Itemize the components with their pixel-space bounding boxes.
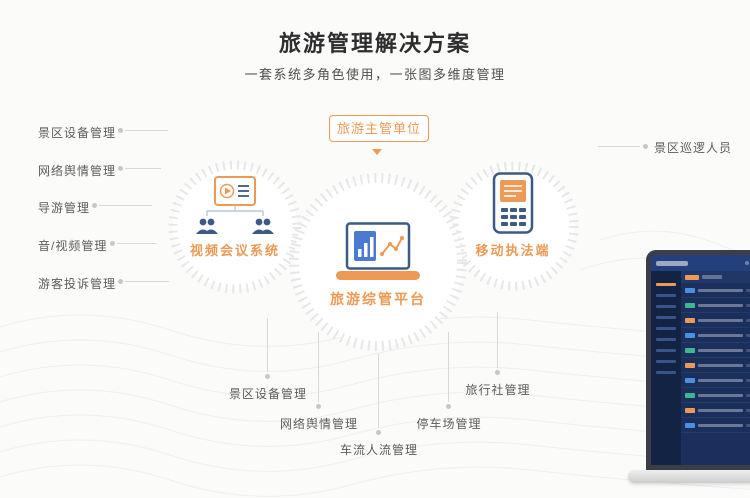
dashboard-title-bar [656,260,688,266]
laptop-screen [646,250,750,470]
platform-laptop-icon [336,222,420,280]
connector-dot [316,404,321,409]
laptop-base [628,470,750,483]
connector-line [497,312,498,368]
connector-dot [376,430,381,435]
connector-dot [643,144,648,149]
down-arrow-icon [372,149,382,155]
node-label-mobile-enforcement: 移动执法端 [475,243,551,258]
dashboard-main [681,271,750,465]
left-label-guide-management: 导游管理 [38,201,91,215]
dashboard-header-dot [745,261,749,265]
left-label-network-sentiment: 网络舆情管理 [38,164,117,178]
bottom-label-network-sentiment: 网络舆情管理 [279,417,359,431]
bottom-label-travel-agency: 旅行社管理 [465,383,531,397]
connector-dot [446,404,451,409]
dashboard-toolbar [681,271,750,283]
connector-line [117,243,157,244]
right-label-patrol-staff: 景区巡逻人员 [654,141,733,155]
dashboard-sidebar [651,271,681,465]
connector-line [448,332,449,402]
connector-line [125,168,161,169]
page-title: 旅游管理解决方案 [278,31,471,56]
connector-dot [118,128,123,133]
connector-dot [265,374,270,379]
connector-line [99,205,152,206]
bottom-label-traffic-flow: 车流人流管理 [339,443,419,457]
video-conference-icon [196,176,274,234]
authority-badge: 旅游主管单位 [329,115,429,142]
node-label-platform: 旅游综管平台 [330,291,426,307]
bottom-label-scenic-equipment: 景区设备管理 [228,387,308,401]
connector-line [378,354,379,428]
node-label-video-conference: 视频会议系统 [189,243,280,258]
connector-line [598,146,640,147]
connector-dot [495,370,500,375]
connector-line [125,281,169,282]
connector-dot [110,241,115,246]
connector-dot [118,279,123,284]
page-subtitle: 一套系统多角色使用，一张图多维度管理 [244,67,506,82]
connector-line [267,318,268,372]
connector-dot [118,166,123,171]
dashboard-screenshot [651,255,750,465]
left-label-scenic-equipment: 景区设备管理 [38,126,117,140]
left-label-tourist-complaints: 游客投诉管理 [38,277,117,291]
connector-dot [92,203,97,208]
dashboard-header [651,255,750,271]
connector-line [125,130,168,131]
mobile-enforcement-icon [492,172,534,234]
connector-line [318,332,319,402]
left-label-audio-video: 音/视频管理 [38,239,108,253]
bottom-label-parking: 停车场管理 [416,417,482,431]
